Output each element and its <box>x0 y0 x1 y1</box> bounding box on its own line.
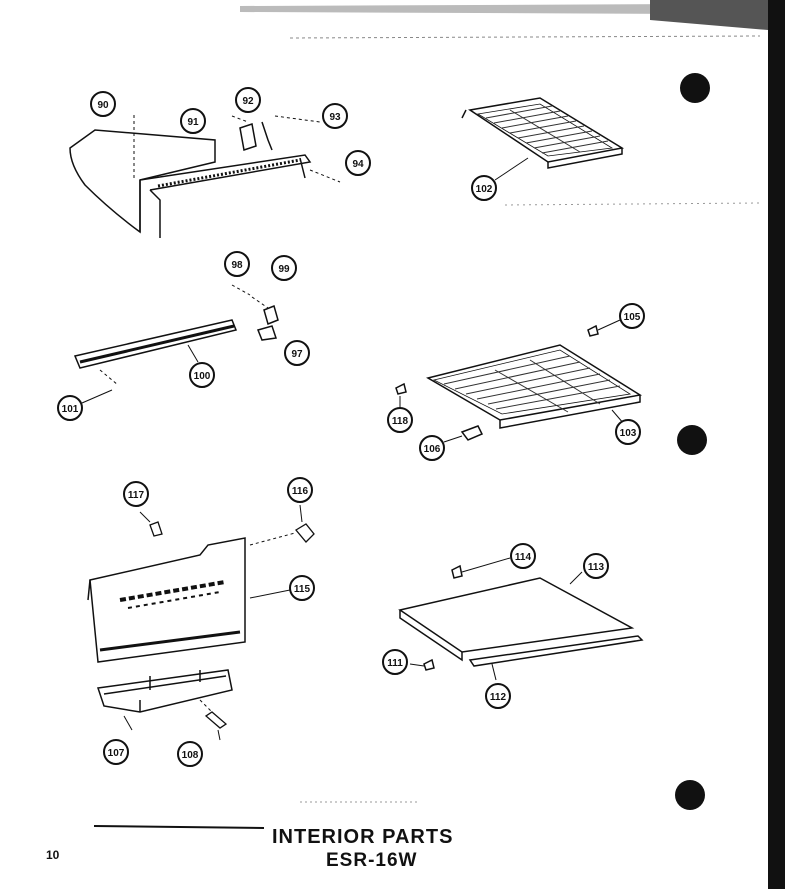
callout-106: 106 <box>419 435 445 461</box>
binder-hole-bottom <box>675 780 705 810</box>
svg-text:102: 102 <box>476 184 493 195</box>
callout-108: 108 <box>177 741 203 767</box>
svg-text:114: 114 <box>515 552 532 563</box>
callout-117: 117 <box>123 481 149 507</box>
scan-edge-top <box>240 4 700 14</box>
svg-text:105: 105 <box>624 312 641 323</box>
callout-99: 99 <box>271 255 297 281</box>
svg-text:111: 111 <box>387 658 403 669</box>
svg-text:113: 113 <box>588 562 605 573</box>
callout-111: 111 <box>382 649 408 675</box>
callout-112: 112 <box>485 683 511 709</box>
glass-shelf-113 <box>398 564 644 671</box>
callout-98: 98 <box>224 251 250 277</box>
callout-115: 115 <box>289 575 315 601</box>
callout-100: 100 <box>189 362 215 388</box>
crisper-pan-107 <box>97 669 233 713</box>
binder-hole-top <box>680 73 710 103</box>
svg-text:103: 103 <box>620 428 637 439</box>
wire-shelf-102 <box>461 97 625 169</box>
svg-text:115: 115 <box>294 584 311 595</box>
callout-103: 103 <box>615 419 641 445</box>
svg-text:94: 94 <box>352 159 364 170</box>
callout-90: 90 <box>90 91 116 117</box>
scan-smudge <box>650 0 768 30</box>
svg-text:106: 106 <box>424 444 441 455</box>
svg-text:112: 112 <box>490 692 507 703</box>
callout-116: 116 <box>287 477 313 503</box>
svg-text:101: 101 <box>62 404 79 415</box>
callout-118: 118 <box>387 407 413 433</box>
binder-hole-middle <box>677 425 707 455</box>
crisper-cover-115 <box>87 537 246 663</box>
svg-text:118: 118 <box>392 416 409 427</box>
svg-text:107: 107 <box>108 748 125 759</box>
callout-102: 102 <box>471 175 497 201</box>
callout-94: 94 <box>345 150 371 176</box>
scan-edge-right <box>768 0 785 889</box>
svg-text:93: 93 <box>329 112 341 123</box>
callout-105: 105 <box>619 303 645 329</box>
shelf-rail-100 <box>73 304 279 369</box>
svg-text:91: 91 <box>187 117 199 128</box>
svg-text:108: 108 <box>182 750 199 761</box>
svg-text:99: 99 <box>278 264 290 275</box>
page-title: INTERIOR PARTS <box>272 826 454 848</box>
shelf-support-assembly <box>69 121 312 238</box>
svg-text:92: 92 <box>242 96 254 107</box>
callout-92: 92 <box>235 87 261 113</box>
callout-101: 101 <box>57 395 83 421</box>
callout-113: 113 <box>583 553 609 579</box>
svg-text:100: 100 <box>194 371 211 382</box>
svg-text:116: 116 <box>292 486 309 497</box>
svg-text:97: 97 <box>291 349 303 360</box>
callout-114: 114 <box>510 543 536 569</box>
model-number: ESR-16W <box>326 850 418 871</box>
callout-91: 91 <box>180 108 206 134</box>
svg-text:117: 117 <box>128 490 145 501</box>
callout-93: 93 <box>322 103 348 129</box>
page-number: 10 <box>46 848 60 862</box>
svg-text:90: 90 <box>97 100 109 111</box>
svg-text:98: 98 <box>231 260 243 271</box>
callout-107: 107 <box>103 739 129 765</box>
wire-shelf-103 <box>395 324 643 441</box>
callout-97: 97 <box>284 340 310 366</box>
